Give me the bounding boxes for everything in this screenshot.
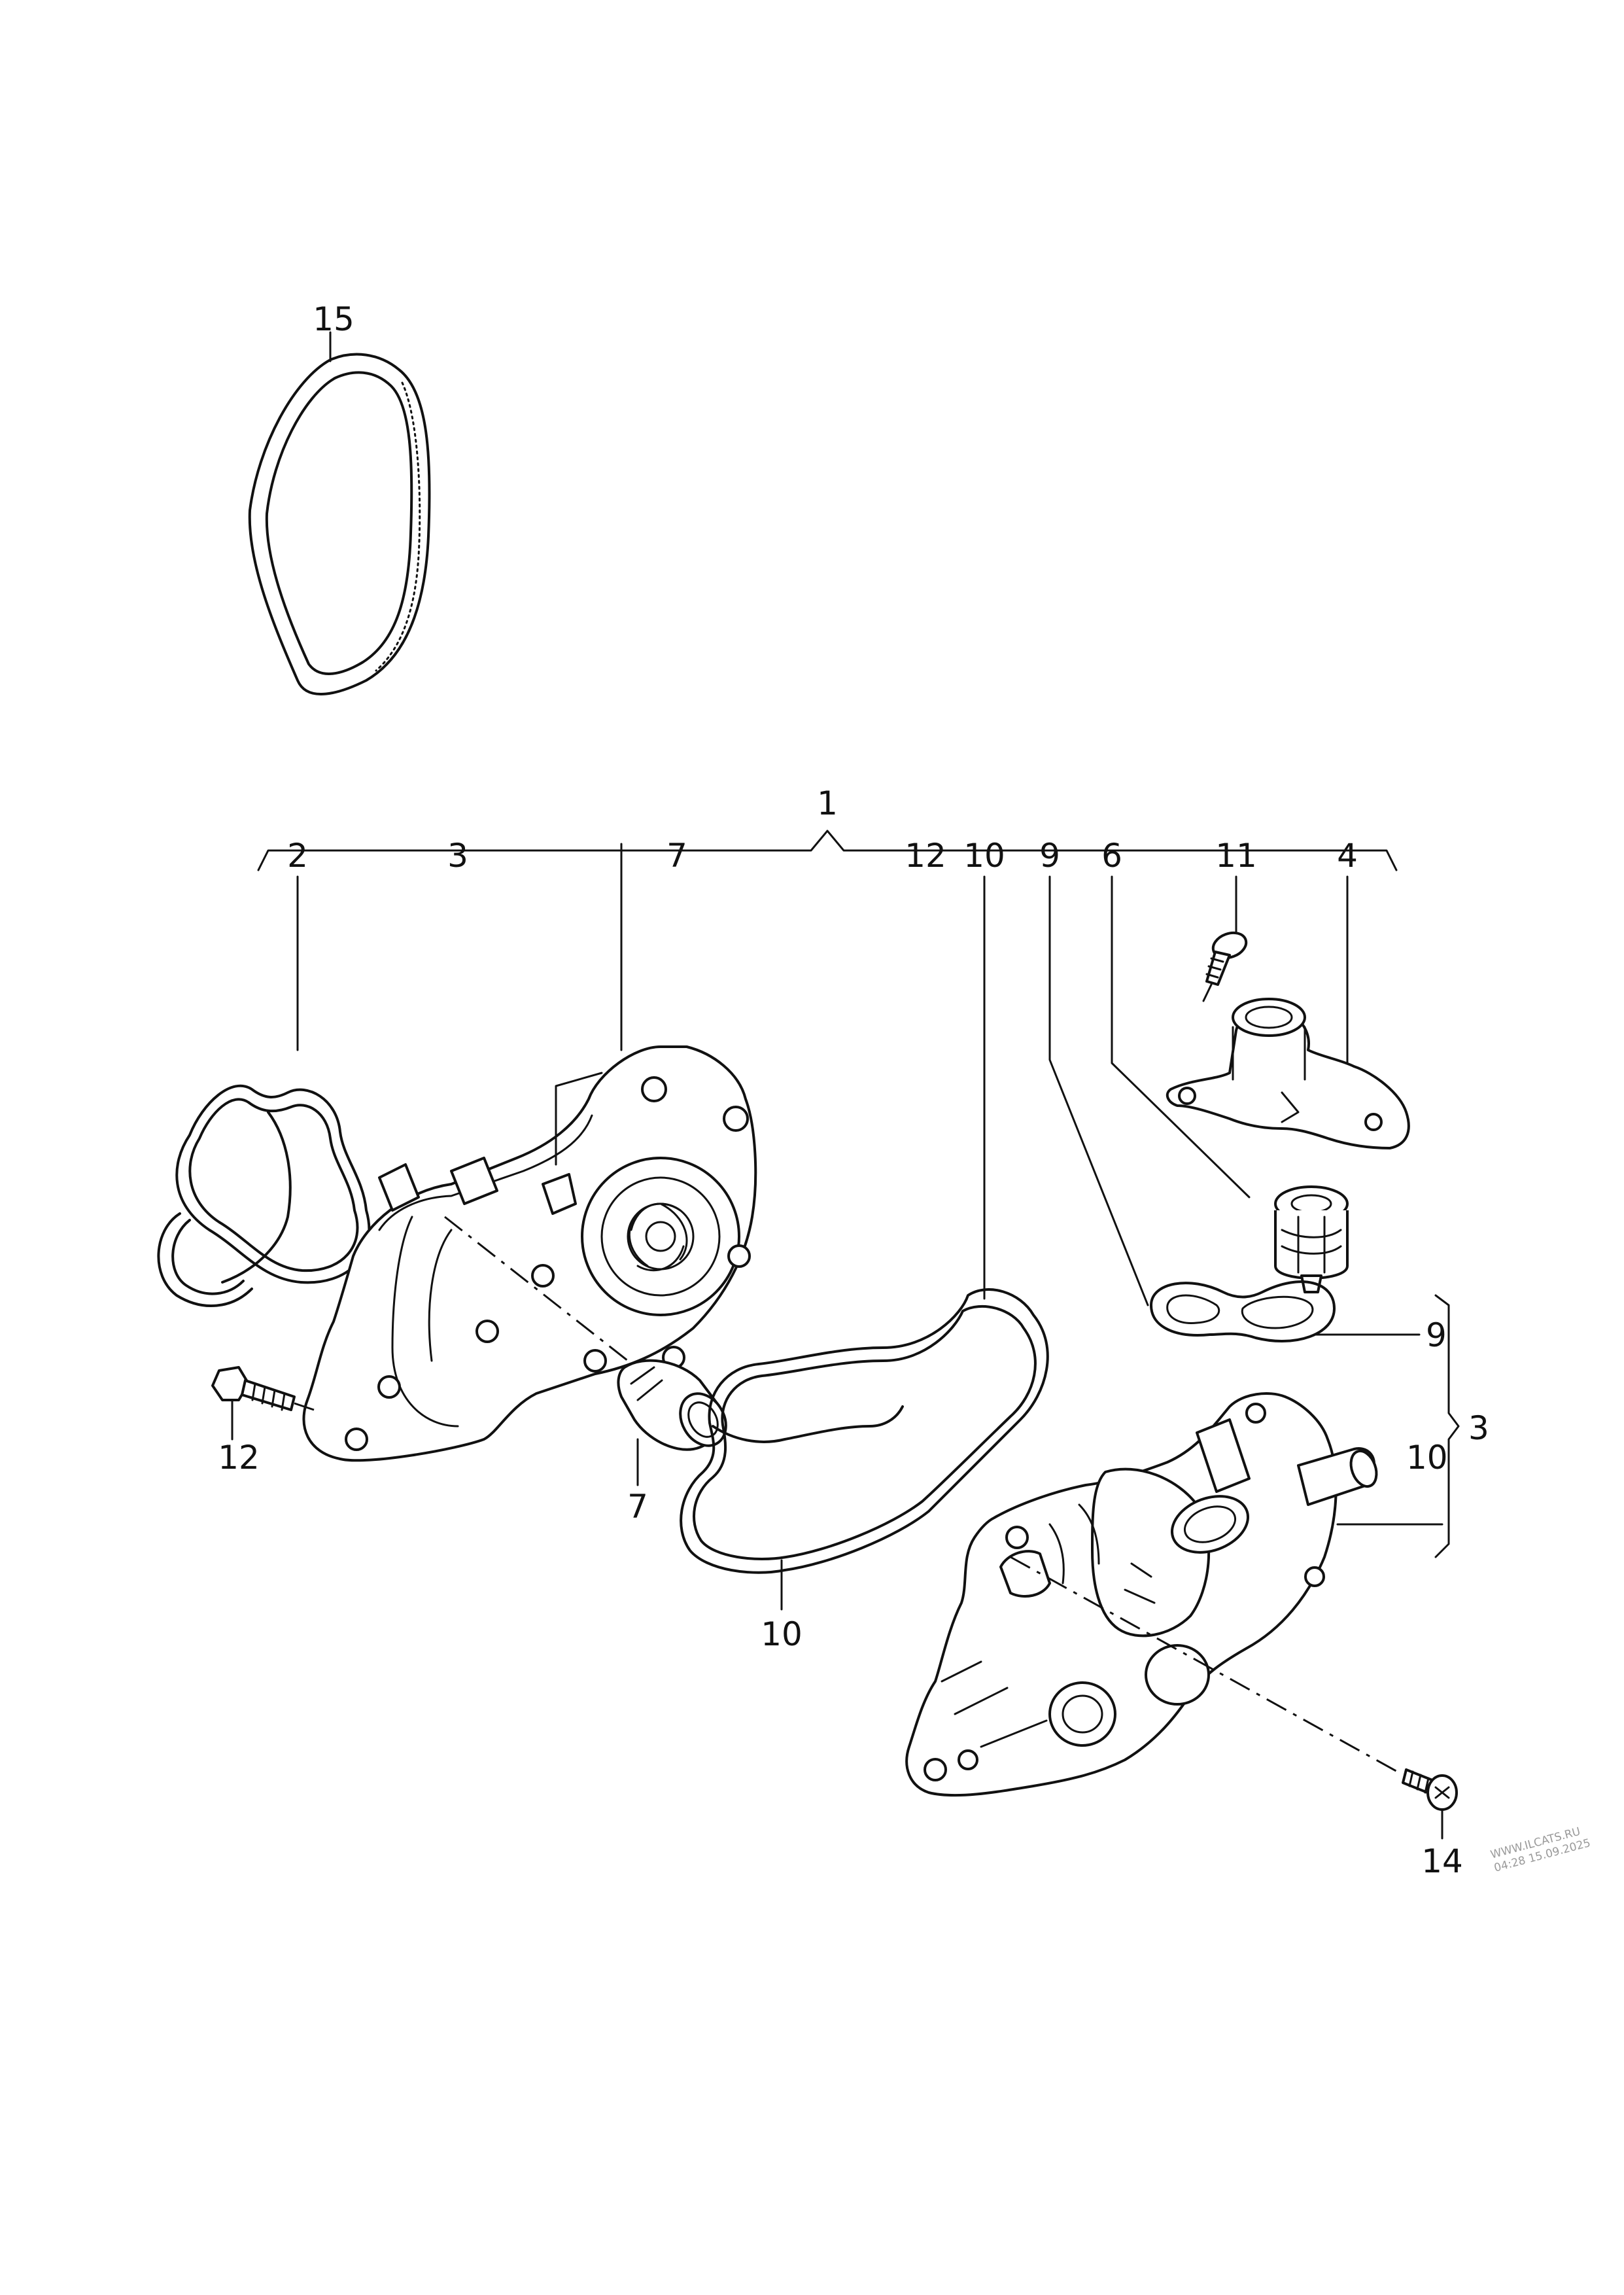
thermostat-cover [1166,998,1410,1149]
seal-9 [1150,1280,1336,1342]
thermostat [1274,1185,1349,1293]
thermostat-housing [905,1392,1378,1797]
callout-1: 1 [817,784,838,822]
connector-7 [617,1359,727,1451]
bolt-14 [1402,1768,1458,1840]
callout-10-top: 10 [963,837,1005,875]
water-pump-housing [302,1045,757,1462]
gasket-2 [157,1084,371,1307]
callout-3-top: 3 [447,837,468,875]
callout-14: 14 [1421,1842,1463,1880]
callout-2: 2 [287,837,308,875]
callout-10-bottom: 10 [761,1615,803,1653]
callout-10-right: 10 [1406,1439,1448,1477]
callout-9-right: 9 [1426,1316,1447,1354]
callout-12-bottom: 12 [218,1439,260,1477]
watermark: WWW.ILCATS.RU 04:28 15.09.2025 [1489,1825,1592,1875]
callout-3-right: 3 [1468,1409,1489,1447]
bolt-12 [211,1366,315,1441]
bolt-11 [1202,931,1248,1002]
callout-15: 15 [313,300,354,338]
callout-7-top: 7 [666,837,687,875]
callout-11: 11 [1215,837,1257,875]
callout-12-top: 12 [905,837,946,875]
axis-line-housing [1010,1556,1400,1774]
timing-belt [248,331,431,695]
gasket-10 [680,1288,1049,1574]
axis-line-pump [444,1216,629,1362]
callout-4: 4 [1337,837,1358,875]
callout-6: 6 [1101,837,1122,875]
callout-9-top: 9 [1039,837,1060,875]
callout-7-bottom: 7 [627,1488,648,1526]
group-bracket [257,830,1398,871]
right-bracket [1434,1294,1460,1558]
